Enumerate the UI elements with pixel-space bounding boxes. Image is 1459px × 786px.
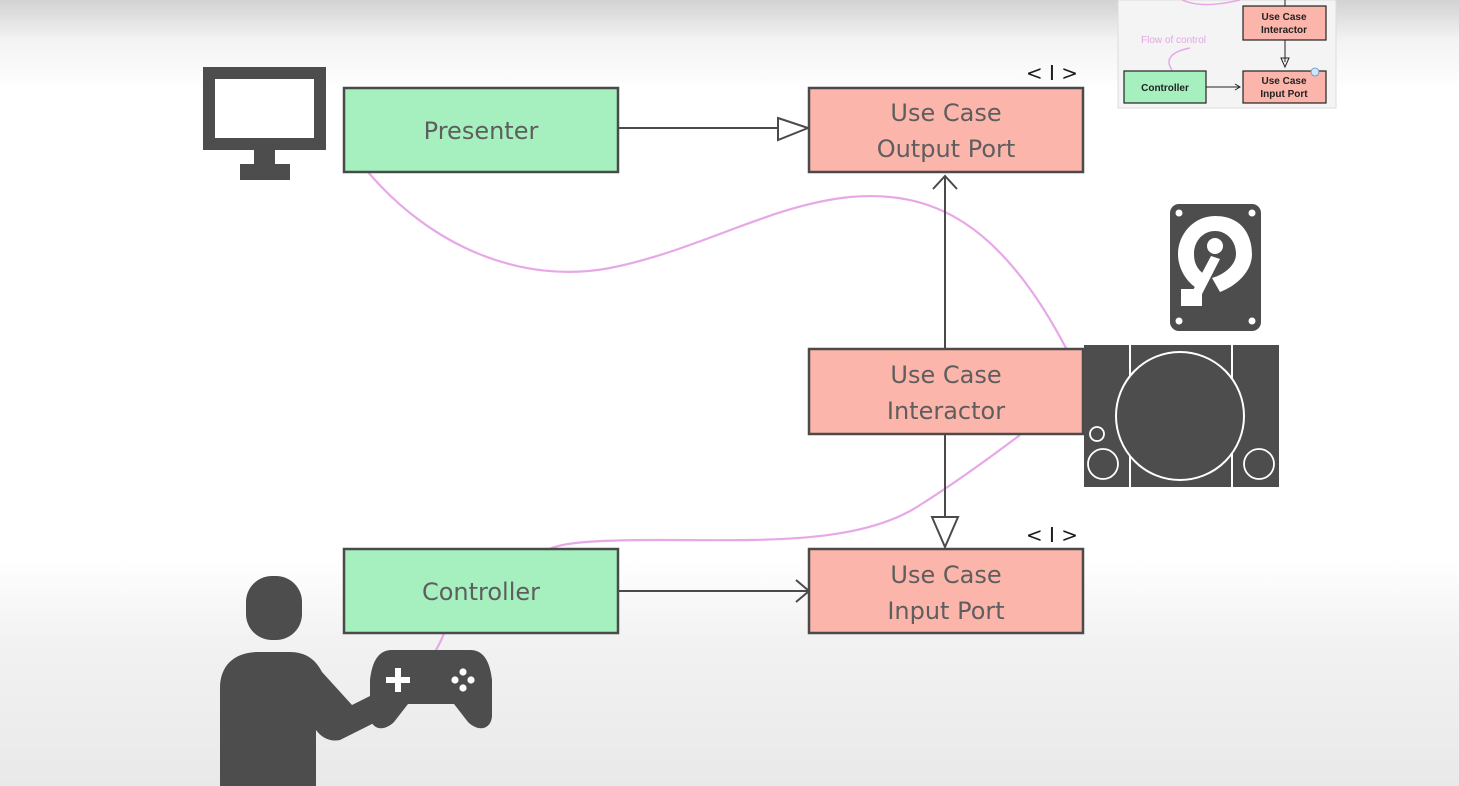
- inset-input-port-line1: Use Case: [1261, 76, 1306, 87]
- interactor-line1: Use Case: [890, 361, 1001, 389]
- presenter-label: Presenter: [424, 117, 539, 145]
- input-port-box: < I > Use Case Input Port: [807, 523, 1085, 635]
- output-port-line2: Output Port: [877, 135, 1016, 163]
- gamepad-icon: [370, 650, 492, 729]
- connectors: [619, 116, 960, 603]
- person-icon: [220, 576, 380, 786]
- output-port-stereotype: < I >: [1026, 61, 1078, 85]
- game-console-icon: [1084, 345, 1279, 487]
- controller-box: Controller: [342, 547, 620, 635]
- inset-input-port-box: [1242, 70, 1327, 104]
- inset-controller-label: Controller: [1141, 83, 1189, 94]
- output-port-box: < I > Use Case Output Port: [807, 61, 1085, 174]
- presenter-box: Presenter: [342, 86, 620, 174]
- inset-interactor-line2: Interactor: [1261, 25, 1307, 36]
- inset-flow-label: Flow of control: [1141, 35, 1206, 46]
- interactor-box: Use Case Interactor: [807, 347, 1085, 436]
- monitor-icon: [203, 67, 326, 180]
- inset-thumbnail: Flow of control Use Case Interactor Cont…: [1117, 0, 1337, 109]
- inset-input-port-line2: Input Port: [1260, 89, 1308, 100]
- input-port-line2: Input Port: [887, 597, 1004, 625]
- inset-interactor-box: [1242, 5, 1327, 41]
- inset-interactor-line1: Use Case: [1261, 12, 1306, 23]
- input-port-stereotype: < I >: [1026, 523, 1078, 547]
- output-port-line1: Use Case: [890, 99, 1001, 127]
- interactor-line2: Interactor: [887, 397, 1005, 425]
- input-port-line1: Use Case: [890, 561, 1001, 589]
- controller-label: Controller: [422, 578, 540, 606]
- hard-drive-icon: [1170, 204, 1261, 331]
